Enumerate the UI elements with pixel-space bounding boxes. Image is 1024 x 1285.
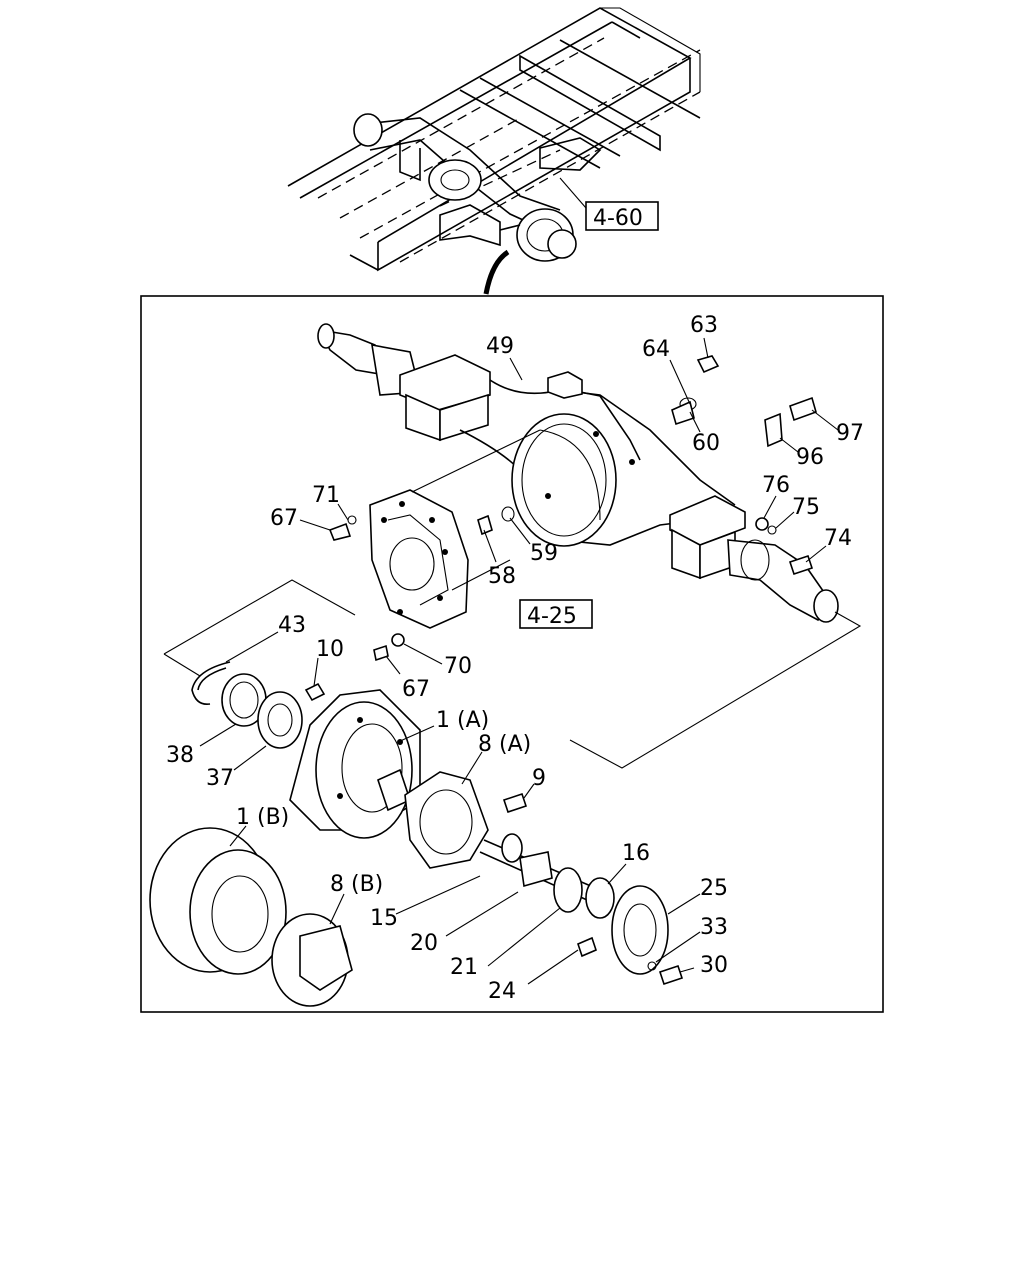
wheel-end-components xyxy=(149,661,684,1007)
callout-8a: 8 (A) xyxy=(478,732,531,757)
callout-67-top: 67 xyxy=(270,506,298,531)
callout-74: 74 xyxy=(824,526,852,551)
ref-housing-label: 4-25 xyxy=(527,604,577,629)
leader-lines xyxy=(199,337,839,985)
carrier-cover xyxy=(369,429,541,629)
callout-67-bottom: 67 xyxy=(402,677,430,702)
callout-96: 96 xyxy=(796,445,824,470)
callout-58: 58 xyxy=(488,564,516,589)
callout-24: 24 xyxy=(488,979,516,1004)
callout-75: 75 xyxy=(792,495,820,520)
callout-21: 21 xyxy=(450,955,478,980)
callout-16: 16 xyxy=(622,841,650,866)
callout-71: 71 xyxy=(312,483,340,508)
callout-8b: 8 (B) xyxy=(330,872,383,897)
callout-97: 97 xyxy=(836,421,864,446)
callout-1b: 1 (B) xyxy=(236,805,289,830)
callout-30: 30 xyxy=(700,953,728,978)
callout-20: 20 xyxy=(410,931,438,956)
callout-10: 10 xyxy=(316,637,344,662)
housing-hardware xyxy=(328,355,817,662)
callout-76: 76 xyxy=(762,473,790,498)
callout-63: 63 xyxy=(690,313,718,338)
callout-15: 15 xyxy=(370,906,398,931)
callout-60: 60 xyxy=(692,431,720,456)
callout-43: 43 xyxy=(278,613,306,638)
detail-frame xyxy=(140,295,884,1013)
callout-37: 37 xyxy=(206,766,234,791)
frame-overview: 4-60 xyxy=(287,7,701,295)
callout-33: 33 xyxy=(700,915,728,940)
callout-59: 59 xyxy=(530,541,558,566)
callout-25: 25 xyxy=(700,876,728,901)
axle-housing xyxy=(317,323,839,623)
callout-labels: 63 64 49 60 97 96 71 67 76 75 74 58 59 4… xyxy=(166,313,864,1004)
callout-70: 70 xyxy=(444,654,472,679)
callout-9: 9 xyxy=(532,766,546,791)
callout-64: 64 xyxy=(642,337,670,362)
ref-frame-label: 4-60 xyxy=(593,206,643,231)
callout-38: 38 xyxy=(166,743,194,768)
callout-49: 49 xyxy=(486,334,514,359)
callout-1a: 1 (A) xyxy=(436,708,489,733)
